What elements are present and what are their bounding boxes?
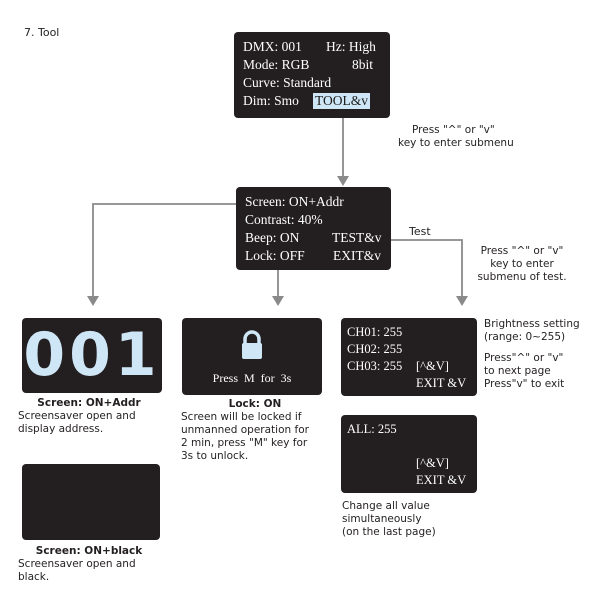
lock-caption-line: Screen will be locked if — [181, 411, 302, 423]
lock-caption-line: 2 min, press "M" key for — [181, 437, 308, 449]
padlock-icon — [242, 330, 262, 359]
brightness-note-line: to next page — [484, 365, 551, 377]
address-caption: Screen: ON+Addr Screensaver open and dis… — [18, 397, 178, 436]
test-label: Test — [409, 225, 431, 238]
arrowhead-test — [456, 296, 468, 306]
all-note-line: (on the last page) — [342, 526, 436, 538]
curve: Curve: Standard — [243, 75, 332, 90]
address-caption-line: Screensaver open and — [18, 410, 136, 422]
address-digits: 001 — [23, 320, 161, 390]
channel-3-value: CH03: 255 — [347, 359, 403, 373]
contrast-setting: Contrast: 40% — [245, 212, 323, 227]
brightness-note: Brightness setting (range: 0~255) Press"… — [484, 318, 598, 391]
lock-caption-line: unmanned operation for — [181, 424, 309, 436]
lock-caption-title: Lock: ON — [181, 398, 341, 411]
channel-1-value: CH01: 255 — [347, 325, 403, 339]
main-note: Press "^" or "v" key to enter submenu — [398, 124, 548, 150]
channel-2-value: CH02: 255 — [347, 342, 403, 356]
lock-caption-title-b: : ON — [255, 398, 282, 410]
connector-tool-to-addr — [92, 203, 237, 296]
black-caption-line: black. — [18, 571, 50, 583]
bit-depth: 8bit — [352, 57, 374, 72]
all-channels-screen: ALL: 255 [^&V] EXIT &V — [341, 415, 477, 493]
lock-caption-title-a: Lock — [228, 398, 256, 410]
lock-caption-line: 3s to unlock. — [181, 450, 249, 462]
exit-item[interactable]: EXIT &V — [416, 376, 467, 390]
brightness-note-line: Press"^" or "v" — [484, 352, 564, 364]
section-title: 7. Tool — [24, 26, 60, 39]
connector-tool-to-test — [391, 239, 463, 296]
test-note-line: key to enter — [490, 258, 554, 270]
all-note-line: Change all value — [342, 500, 430, 512]
black-caption-line: Screensaver open and — [18, 558, 136, 570]
exit-menu-item[interactable]: EXIT&v — [333, 248, 381, 263]
brightness-note-line: Press"v" to exit — [484, 378, 565, 390]
main-note-line: key to enter submenu — [398, 137, 514, 149]
test-menu-item[interactable]: TEST&v — [332, 230, 382, 245]
dmx-address: DMX: 001 — [243, 39, 302, 54]
tool-menu-item[interactable]: TOOL&v — [313, 93, 370, 109]
address-screensaver: 001 — [22, 318, 162, 393]
all-note-line: simultaneously — [342, 513, 422, 525]
screen-setting: Screen: ON+Addr — [245, 194, 344, 209]
lock-screen: Press M for 3s — [182, 318, 322, 395]
main-menu-screen: DMX: 001 Hz: High Mode: RGB 8bit Curve: … — [234, 32, 390, 118]
page-nav-item[interactable]: [^&V] — [416, 456, 449, 470]
brightness-note-line: (range: 0~255) — [484, 331, 566, 343]
all-value: ALL: 255 — [347, 422, 397, 436]
arrowhead-addr — [87, 296, 99, 306]
channel-test-screen: CH01: 255 CH02: 255 CH03: 255 [^&V] EXIT… — [341, 318, 477, 396]
lock-setting: Lock: OFF — [245, 248, 305, 263]
frequency: Hz: High — [326, 39, 376, 54]
black-screensaver — [22, 464, 160, 540]
test-note: Press "^" or "v" key to enter submenu of… — [462, 245, 582, 284]
address-caption-line: display address. — [18, 423, 104, 435]
arrowhead-lock — [272, 296, 284, 306]
lock-instruction: Press M for 3s — [212, 371, 292, 385]
arrowhead-tool — [337, 176, 349, 186]
test-note-line: submenu of test. — [477, 271, 567, 283]
beep-setting: Beep: ON — [245, 230, 300, 245]
main-note-line: Press "^" or "v" — [412, 124, 495, 136]
dimmer: Dim: Smo — [243, 93, 299, 108]
address-caption-title: Screen: ON+Addr — [37, 397, 141, 409]
mode: Mode: RGB — [243, 57, 310, 72]
exit-item[interactable]: EXIT &V — [416, 473, 467, 487]
black-caption: Screen: ON+black Screensaver open and bl… — [18, 545, 178, 584]
lock-caption: Lock: ON Screen will be locked if unmann… — [181, 398, 341, 463]
page-nav-item[interactable]: [^&V] — [416, 359, 449, 373]
brightness-note-line: Brightness setting — [484, 318, 580, 330]
black-caption-title: Screen: ON+black — [35, 545, 143, 557]
test-note-line: Press "^" or "v" — [480, 245, 564, 257]
all-note: Change all value simultaneously (on the … — [340, 500, 480, 539]
tool-submenu-screen: Screen: ON+Addr Contrast: 40% Beep: ON T… — [236, 187, 391, 270]
